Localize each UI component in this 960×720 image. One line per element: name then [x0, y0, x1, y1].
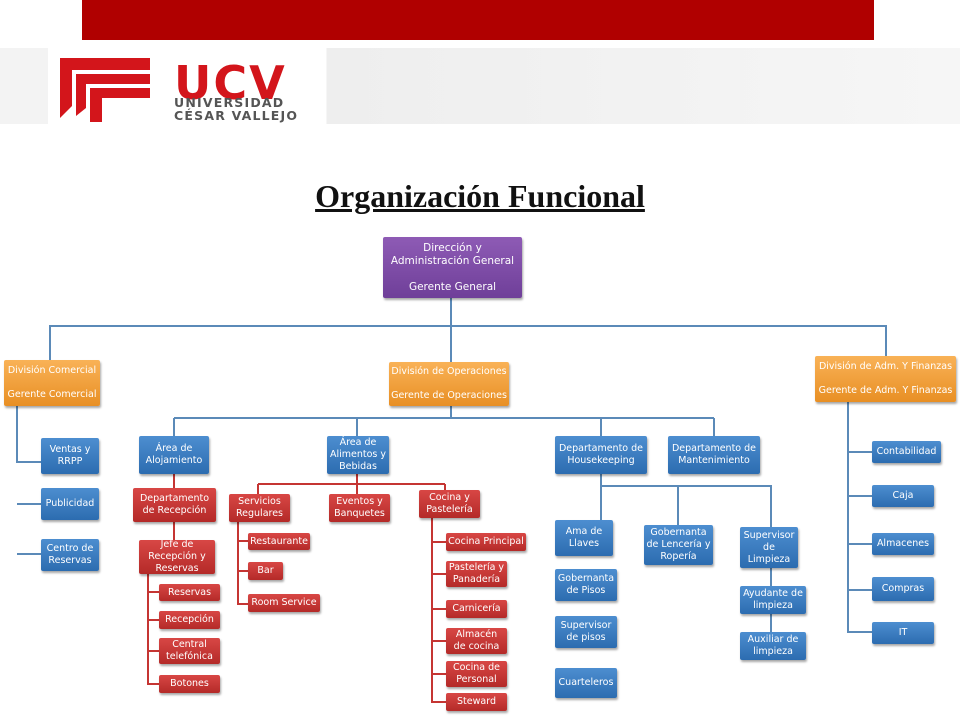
- logo-band: [0, 48, 960, 124]
- cocina-principal-box[interactable]: Cocina Principal: [446, 533, 526, 551]
- ventas-rrpp-box[interactable]: Ventas y RRPP: [41, 438, 99, 474]
- gobernanta-pisos-box[interactable]: Gobernanta de Pisos: [555, 569, 617, 601]
- ama-llaves-box[interactable]: Ama de Llaves: [555, 520, 613, 556]
- ucv-logo-icon: [60, 58, 150, 122]
- centro-reservas-box[interactable]: Centro de Reservas: [41, 539, 99, 571]
- ayudante-limpieza-box[interactable]: Ayudante de limpieza: [740, 586, 806, 614]
- reservas-box[interactable]: Reservas: [159, 584, 220, 601]
- logo-cesar-vallejo-text: CÉSAR VALLEJO: [174, 108, 299, 123]
- logo-ucv-text: UCV: [174, 56, 287, 110]
- pasteleria-panaderia-box[interactable]: Pastelería y Panadería: [446, 561, 507, 587]
- dep-mantenimiento-box[interactable]: Departamento de Mantenimiento: [668, 436, 760, 474]
- page-title: Organización Funcional: [315, 178, 645, 214]
- division-comercial-box[interactable]: División Comercial Gerente Comercial: [4, 360, 100, 406]
- recepcion-box[interactable]: Recepción: [159, 611, 220, 629]
- logo-universidad-text: UNIVERSIDAD: [174, 95, 285, 110]
- compras-box[interactable]: Compras: [872, 577, 934, 601]
- bar-box[interactable]: Bar: [248, 562, 283, 580]
- supervisor-pisos-box[interactable]: Supervisor de pisos: [555, 616, 617, 648]
- cuarteleros-box[interactable]: Cuarteleros: [555, 668, 617, 698]
- restaurante-box[interactable]: Restaurante: [248, 533, 310, 550]
- division-finanzas-box[interactable]: División de Adm. Y Finanzas Gerente de A…: [815, 356, 956, 402]
- cocina-pasteleria-box[interactable]: Cocina y Pastelería: [419, 490, 480, 518]
- steward-box[interactable]: Steward: [446, 693, 507, 711]
- area-alojamiento-box[interactable]: Área de Alojamiento: [139, 436, 209, 474]
- jefe-recepcion-box[interactable]: Jefe de Recepción y Reservas: [139, 539, 215, 574]
- supervisor-limpieza-box[interactable]: Supervisor de Limpieza: [740, 527, 798, 568]
- cocina-personal-box[interactable]: Cocina de Personal: [446, 661, 507, 687]
- top-banner: [82, 0, 874, 40]
- auxiliar-limpieza-box[interactable]: Auxiliar de limpieza: [740, 632, 806, 660]
- servicios-regulares-box[interactable]: Servicios Regulares: [229, 494, 290, 522]
- dep-recepcion-box[interactable]: Departamento de Recepción: [133, 488, 216, 522]
- almacen-cocina-box[interactable]: Almacén de cocina: [446, 628, 507, 654]
- eventos-banquetes-box[interactable]: Eventos y Banquetes: [329, 494, 390, 522]
- caja-box[interactable]: Caja: [872, 485, 934, 507]
- gobernanta-lenceria-box[interactable]: Gobernanta de Lencería y Ropería: [644, 525, 713, 565]
- division-operaciones-box[interactable]: División de Operaciones Gerente de Opera…: [389, 362, 509, 406]
- central-telefonica-box[interactable]: Central telefónica: [159, 638, 220, 664]
- botones-box[interactable]: Botones: [159, 675, 220, 693]
- publicidad-box[interactable]: Publicidad: [41, 488, 99, 520]
- contabilidad-box[interactable]: Contabilidad: [872, 441, 941, 463]
- almacenes-box[interactable]: Almacenes: [872, 533, 934, 555]
- carniceria-box[interactable]: Carnicería: [446, 600, 507, 618]
- it-box[interactable]: IT: [872, 622, 934, 644]
- area-alimentos-box[interactable]: Área de Alimentos y Bebidas: [327, 436, 389, 474]
- direccion-general-box[interactable]: Dirección y Administración General Geren…: [383, 237, 522, 298]
- room-service-box[interactable]: Room Service: [248, 594, 320, 612]
- dep-housekeeping-box[interactable]: Departamento de Housekeeping: [555, 436, 647, 474]
